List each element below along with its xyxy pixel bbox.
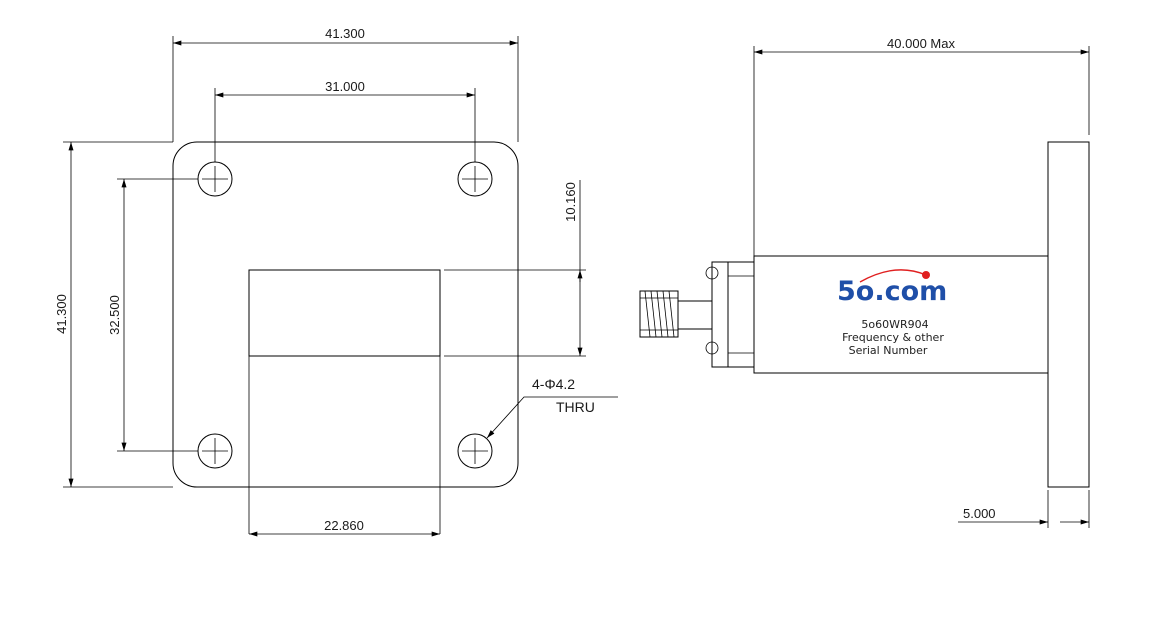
dim-overall-height: 41.300 bbox=[54, 141, 173, 488]
dim-aperture-height: 10.160 bbox=[444, 180, 586, 357]
hole-callout-thru: THRU bbox=[556, 399, 595, 415]
sma-connector bbox=[639, 261, 755, 368]
dim-aperture-width-label: 22.860 bbox=[324, 518, 364, 533]
dim-overall-width: 41.300 bbox=[172, 26, 519, 142]
hole-callout-size: 4-Φ4.2 bbox=[532, 376, 575, 392]
brand-logo: 5o.com bbox=[837, 276, 947, 307]
body-label: 5o.com 5o60WR904 Frequency & other Seria… bbox=[837, 269, 947, 357]
model-number: 5o60WR904 bbox=[861, 318, 928, 331]
logo-swoosh bbox=[859, 269, 927, 283]
dim-overall-width-label: 41.300 bbox=[325, 26, 365, 41]
mounting-hole-top-right bbox=[457, 161, 493, 197]
label-frequency: Frequency & other bbox=[842, 331, 944, 344]
dim-hole-spacing-x: 31.000 bbox=[214, 79, 476, 162]
mounting-hole-bottom-left bbox=[197, 433, 233, 469]
flange-outline bbox=[172, 141, 519, 488]
front-view: 41.300 31.000 41.300 32.500 bbox=[54, 26, 618, 537]
dim-flange-thickness: 5.000 bbox=[958, 490, 1090, 528]
dim-aperture-height-label: 10.160 bbox=[563, 182, 578, 222]
mounting-hole-top-left bbox=[197, 161, 233, 197]
dim-hole-spacing-x-label: 31.000 bbox=[325, 79, 365, 94]
flange-side bbox=[1047, 141, 1090, 488]
mounting-hole-bottom-right bbox=[457, 433, 493, 469]
logo-dot bbox=[922, 271, 930, 279]
waveguide-aperture bbox=[248, 269, 441, 357]
dim-hole-spacing-y: 32.500 bbox=[107, 178, 198, 452]
dim-overall-height-label: 41.300 bbox=[54, 294, 69, 334]
dim-hole-spacing-y-label: 32.500 bbox=[107, 295, 122, 335]
hole-callout: 4-Φ4.2 THRU bbox=[486, 376, 618, 439]
dim-aperture-width: 22.860 bbox=[249, 518, 440, 537]
dim-length: 40.000 Max bbox=[753, 36, 1090, 256]
side-view: 5o.com 5o60WR904 Frequency & other Seria… bbox=[639, 36, 1090, 528]
label-serial: Serial Number bbox=[849, 344, 928, 357]
dim-flange-thickness-label: 5.000 bbox=[963, 506, 996, 521]
connector-threads bbox=[640, 290, 678, 338]
dim-length-label: 40.000 Max bbox=[887, 36, 955, 51]
